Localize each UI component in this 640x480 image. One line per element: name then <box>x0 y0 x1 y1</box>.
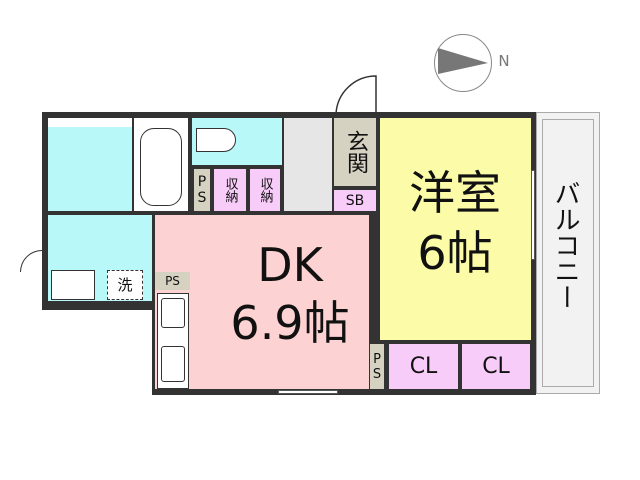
dk-size: 6.9帖 <box>230 296 350 350</box>
ps-bottom: PS <box>370 344 385 389</box>
stove-icon <box>161 346 185 382</box>
hallway <box>284 118 332 211</box>
north-arrow-icon <box>438 48 488 74</box>
bathtub <box>134 118 188 211</box>
ps-kitchen: PS <box>155 272 190 290</box>
western-room <box>380 118 531 340</box>
toilet-icon <box>196 128 236 152</box>
sink-icon <box>51 270 95 300</box>
dk-label: DK <box>257 238 323 292</box>
ps-top: PS <box>194 169 210 211</box>
kitchen-counter <box>157 293 189 389</box>
wall-segment <box>42 300 155 306</box>
closet-1: CL <box>389 344 458 389</box>
dk-room <box>155 215 369 389</box>
western-size: 6帖 <box>417 226 493 280</box>
window <box>278 390 338 394</box>
bathroom <box>48 118 132 211</box>
balcony <box>536 112 600 394</box>
western-label: 洋室 <box>409 166 501 220</box>
bath-strip <box>48 118 132 127</box>
compass <box>434 34 492 92</box>
balcony-label: バルコニー <box>550 180 580 310</box>
washer-space: 洗 <box>107 270 143 300</box>
door <box>20 250 48 272</box>
entrance: 玄関 <box>334 118 376 186</box>
window <box>531 170 535 260</box>
storage-2: 収納 <box>250 169 280 211</box>
notch <box>20 310 152 400</box>
entrance-door-icon <box>335 75 377 115</box>
closet-2: CL <box>462 344 530 389</box>
compass-label: N <box>498 51 510 70</box>
kitchen-sink-icon <box>161 298 185 328</box>
storage-1: 収納 <box>214 169 246 211</box>
toilet-room <box>192 118 282 165</box>
shoe-box: SB <box>334 190 376 211</box>
